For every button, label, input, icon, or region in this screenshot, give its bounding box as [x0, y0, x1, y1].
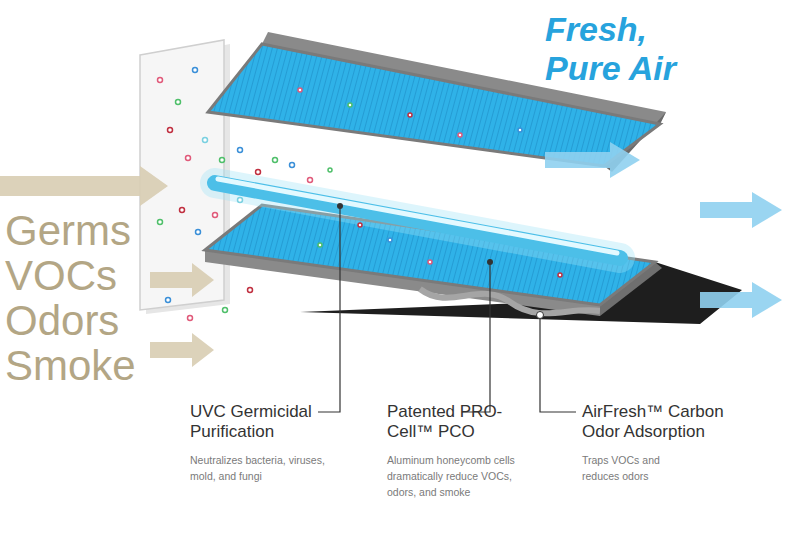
lamp-highlight [218, 179, 617, 253]
leader-lines [318, 206, 576, 412]
output-arrow [700, 192, 782, 228]
callout-body: Neutralizes bacteria, viruses, mold, and… [190, 452, 330, 484]
output-arrow [700, 282, 782, 318]
intake-arrow [0, 166, 168, 206]
particles [158, 68, 563, 321]
intake-arrow [150, 333, 214, 367]
output-label: Fresh, Pure Air [545, 10, 695, 88]
callout-body: Traps VOCs and reduces odors [582, 452, 692, 484]
callout-heading: AirFresh™ Carbon Odor Adsorption [582, 402, 734, 442]
uv-lamp [215, 183, 620, 258]
callout-heading: Patented PRO-Cell™ PCO [387, 402, 527, 442]
output-arrow [545, 142, 640, 178]
leader-dot [337, 203, 343, 209]
intake-arrow [150, 263, 214, 297]
leader-dot [537, 312, 544, 319]
callout-body: Aluminum honeycomb cells dramatically re… [387, 452, 537, 500]
intake-label: Germs VOCs Odors Smoke [5, 208, 136, 388]
leader-dot [487, 259, 493, 265]
lamp-glow [215, 183, 620, 258]
callout-heading: UVC Germicidal Purification [190, 402, 328, 442]
